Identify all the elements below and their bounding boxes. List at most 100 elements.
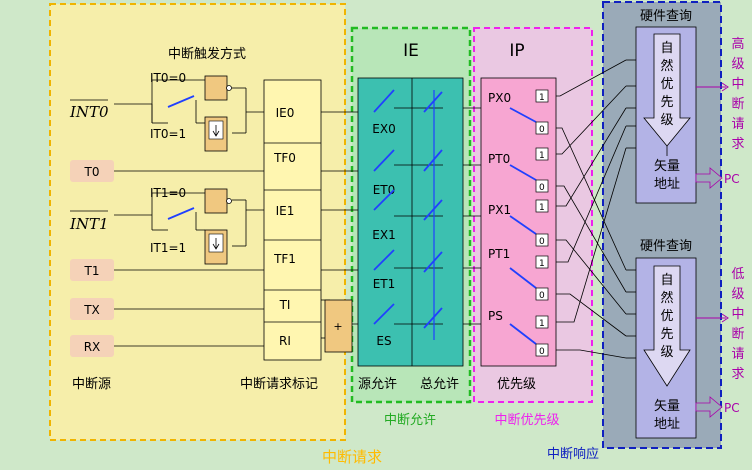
ie-title: IE	[403, 41, 419, 61]
high-pc-label: PC	[724, 172, 740, 186]
flag-tf0: TF0	[273, 151, 296, 165]
or-gate-symbol: +	[333, 320, 342, 333]
svg-text:求: 求	[731, 137, 744, 152]
low-pc-label: PC	[724, 401, 740, 415]
trigger-it0-0: IT0=0	[150, 71, 186, 85]
trigger-mode: 中断触发方式 IT0=0 IT0=1 IT1=0 IT1=1	[150, 46, 246, 265]
source-t1-box	[70, 259, 114, 281]
low-vector-0: 矢量	[654, 399, 680, 414]
high-vector-0: 矢量	[654, 159, 680, 174]
ip-title: IP	[509, 41, 524, 61]
ex1-switch	[373, 189, 395, 211]
svg-text:级: 级	[731, 287, 744, 302]
low-vector-1: 地址	[654, 417, 680, 432]
pt0-switch	[509, 164, 537, 181]
svg-text:高: 高	[731, 36, 744, 52]
trigger-title: 中断触发方式	[168, 46, 246, 62]
flag-ie0: IE0	[276, 106, 295, 120]
interrupt-sources: INT0 T0 INT1 T1 TX RX 中断源	[69, 99, 114, 392]
high-order-char-4: 级	[660, 113, 673, 128]
section-response-label: 中断响应	[547, 446, 599, 462]
ie-source-caption: 源允许	[358, 376, 397, 392]
px1-contact-0: 0	[539, 237, 545, 247]
ip-px0: PX0	[488, 91, 511, 105]
flag-ti: TI	[279, 298, 291, 312]
svg-text:级: 级	[731, 57, 744, 72]
ps-contact-1: 1	[539, 319, 545, 329]
svg-text:中: 中	[731, 307, 744, 322]
ie-et1: ET1	[373, 277, 396, 291]
source-tx-box	[70, 298, 114, 320]
source-rx: RX	[84, 340, 101, 354]
high-priority-arrow	[643, 33, 691, 147]
high-order-char-2: 优	[660, 77, 673, 92]
ip-pt0: PT0	[488, 152, 510, 166]
svg-text:断: 断	[731, 97, 744, 112]
ie-ex0: EX0	[372, 122, 395, 136]
svg-text:低: 低	[731, 267, 744, 282]
trigger-it1-1: IT1=1	[150, 241, 186, 255]
trigger-it0-1: IT0=1	[150, 127, 186, 141]
ea-global-switch	[423, 90, 443, 340]
high-vector-1: 地址	[654, 177, 680, 192]
source-t0-box	[70, 160, 114, 182]
low-priority-arrow	[643, 265, 691, 387]
high-order-char-0: 自	[660, 41, 673, 56]
high-hw-query-title: 硬件查询	[640, 9, 692, 24]
et0-switch	[373, 149, 395, 172]
ie-global-caption: 总允许	[420, 376, 459, 392]
source-int1: INT1	[69, 215, 109, 233]
source-t0: T0	[84, 165, 100, 179]
low-order-char-2: 优	[660, 309, 673, 324]
ie-panel	[357, 77, 464, 367]
pt0-contact-1: 1	[539, 151, 545, 161]
px1-contact-1: 1	[539, 203, 545, 213]
low-order-char-0: 自	[660, 273, 673, 288]
it0-level-gate	[204, 75, 228, 101]
it1-level-gate	[204, 188, 228, 214]
svg-text:求: 求	[731, 367, 744, 382]
high-order-char-1: 然	[660, 58, 673, 74]
ip-caption: 优先级	[497, 377, 536, 392]
low-request-label: 低 级 中 断 请 求	[731, 267, 744, 382]
high-pc-arrow	[695, 167, 723, 189]
svg-text:中: 中	[731, 77, 744, 92]
it1-switch	[167, 207, 195, 220]
section-request-label: 中断请求	[322, 448, 382, 466]
ip-register: IP PX0 PT0 PX1 PT1 PS 1 0 1 0 1 0	[480, 41, 557, 392]
flag-tf1: TF1	[273, 252, 296, 266]
es-switch	[373, 303, 395, 325]
source-tx: TX	[83, 303, 100, 317]
ie-es: ES	[376, 334, 391, 348]
ie-register: IE EX0 ET0 EX1 ET1 ES 源允许 总允许	[357, 41, 464, 392]
svg-text:请: 请	[731, 347, 744, 362]
et1-switch	[373, 249, 395, 271]
pt1-contact-0: 0	[539, 291, 545, 301]
px1-switch	[509, 215, 537, 235]
low-order-char-4: 级	[660, 345, 673, 360]
low-order-char-3: 先	[660, 327, 673, 342]
ps-contact-0: 0	[539, 347, 545, 357]
ps-switch	[509, 323, 537, 345]
low-pc-arrow	[695, 396, 723, 418]
high-request-label: 高 级 中 断 请 求	[731, 36, 744, 152]
svg-text:请: 请	[731, 117, 744, 132]
response-high: 硬件查询 自 然 优 先 级 矢量 地址 PC	[635, 9, 740, 204]
source-t1: T1	[84, 264, 100, 278]
it0-switch	[167, 95, 195, 108]
ip-px1: PX1	[488, 203, 511, 217]
high-order-char-3: 先	[660, 95, 673, 110]
low-hw-query-title: 硬件查询	[640, 239, 692, 254]
response-low: 硬件查询 自 然 优 先 级 矢量 地址 PC	[635, 239, 740, 439]
or-gate	[324, 299, 353, 353]
flags-panel	[263, 79, 322, 361]
low-order-char-1: 然	[660, 290, 673, 306]
px0-switch	[509, 107, 537, 123]
section-enable-label: 中断允许	[384, 412, 436, 428]
ie-ex1: EX1	[372, 228, 395, 242]
svg-text:断: 断	[731, 327, 744, 342]
source-rx-box	[70, 335, 114, 357]
pt1-contact-1: 1	[539, 259, 545, 269]
flag-ie1: IE1	[276, 204, 295, 218]
